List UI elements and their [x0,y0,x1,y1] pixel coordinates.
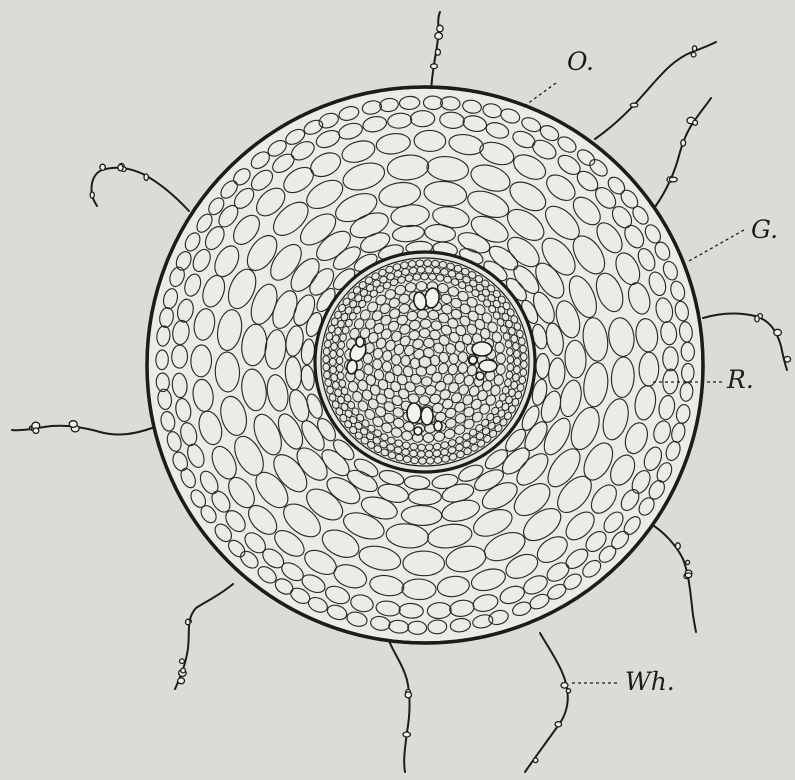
soil-particle [561,683,568,689]
soil-particle [437,25,443,32]
soil-particle [685,573,691,578]
soil-particle [405,692,411,698]
soil-particle [533,758,538,763]
soil-particle [90,192,94,198]
soil-particle [186,619,191,624]
soil-particle [403,732,410,737]
soil-particle [431,64,438,69]
soil-particle [555,722,562,727]
soil-particle [691,52,696,57]
soil-particle [566,689,570,693]
soil-particle [676,543,681,549]
soil-particle [681,140,686,146]
xylem-vessel [476,372,484,380]
soil-particle [669,177,677,182]
soil-particle [33,428,39,433]
label-root-hairs: Wh. [625,667,675,696]
xylem-vessel [434,421,442,431]
soil-particle [693,120,698,125]
soil-particle [178,678,185,684]
soil-particle [435,33,443,40]
soil-particle [181,668,186,673]
label-outer: O. [567,47,594,76]
soil-particle [180,659,185,664]
soil-particle [69,421,77,428]
xylem-vessel [469,356,477,364]
soil-particle [693,46,697,51]
soil-particle [435,49,440,55]
soil-particle [118,165,123,171]
xylem-vessel [479,360,497,372]
soil-particle [686,560,690,564]
xylem-vessel [414,427,422,435]
soil-particle [755,316,759,322]
soil-particle [774,329,782,335]
xylem-vessel [472,342,492,356]
xylem-vessel [407,403,421,423]
xylem-vessel [356,337,364,347]
soil-particle [144,174,148,181]
stele [315,252,535,472]
xylem-vessel [421,407,433,425]
soil-particle [784,357,790,363]
label-cortex: R. [726,365,754,394]
label-endodermis: G. [751,215,778,244]
soil-particle [100,164,105,170]
soil-particle [630,103,638,107]
